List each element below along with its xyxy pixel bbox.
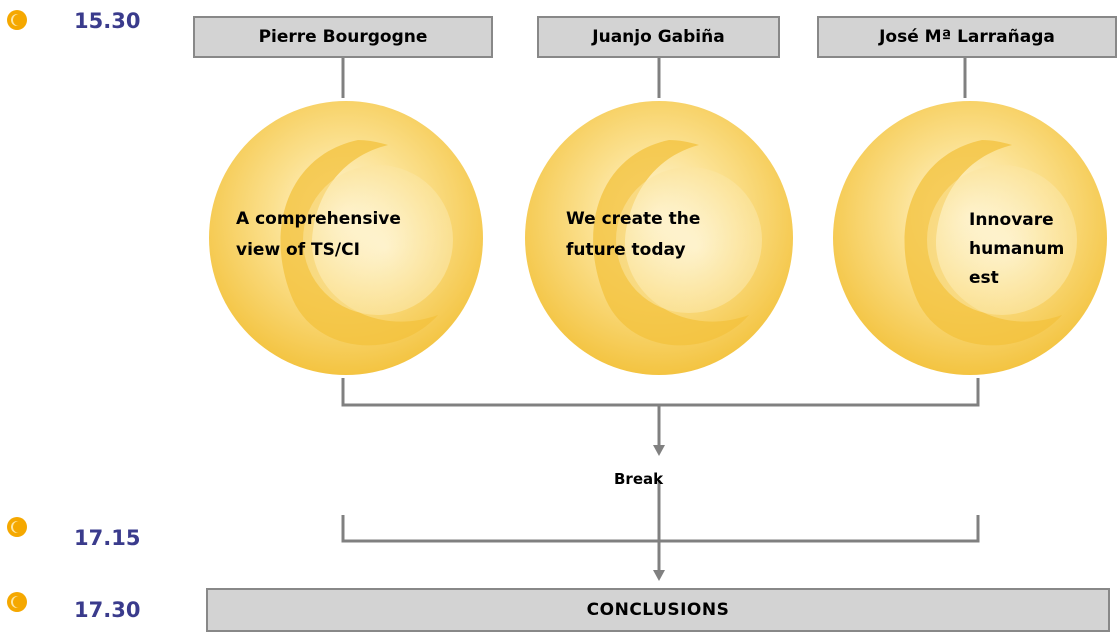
clock-icon: [7, 517, 27, 537]
speaker-box: Pierre Bourgogne: [193, 16, 493, 58]
speaker-name: Pierre Bourgogne: [258, 27, 428, 47]
time-label: 15.30: [74, 9, 141, 33]
clock-icon: [7, 10, 27, 30]
topic-text: Innovare humanum est: [969, 210, 1065, 288]
topic-text: We create the future today: [566, 209, 701, 260]
sphere-icon: [209, 101, 483, 375]
speaker-name: José Mª Larrañaga: [879, 27, 1055, 47]
speaker-name: Juanjo Gabiña: [592, 27, 725, 47]
time-label: 17.15: [74, 526, 141, 550]
topic-text: A comprehensive view of TS/CI: [236, 209, 401, 260]
conclusions-box: CONCLUSIONS: [206, 588, 1110, 632]
time-label: 17.30: [74, 598, 141, 622]
speaker-box: Juanjo Gabiña: [537, 16, 780, 58]
conclusions-label: CONCLUSIONS: [586, 600, 730, 620]
sphere-icon: [833, 101, 1107, 375]
sphere-icon: [525, 101, 793, 375]
speaker-box: José Mª Larrañaga: [817, 16, 1117, 58]
break-label: Break: [614, 470, 664, 488]
clock-icon: [7, 592, 27, 612]
